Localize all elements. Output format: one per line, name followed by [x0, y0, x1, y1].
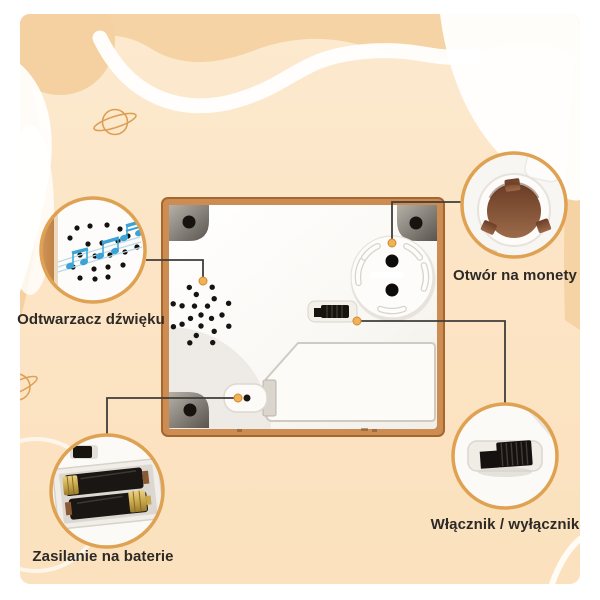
callout-ring-speaker [39, 196, 147, 304]
coin-lock-disc [350, 235, 436, 322]
anchor-dot-switch [352, 316, 362, 326]
battery-cell-bottom [64, 490, 152, 520]
battery-cell-top [62, 467, 150, 496]
anchor-dot-speaker [198, 276, 208, 286]
cloud-shapes [20, 14, 580, 330]
speaker-grill [170, 284, 232, 346]
callout-switch [451, 402, 559, 510]
label-speaker: Odtwarzacz dźwięku [17, 311, 165, 328]
leader-line-switch [357, 320, 506, 405]
screw-recess-top-left [169, 205, 209, 241]
saturn-icon [93, 108, 137, 136]
screw-recess-bottom-left [169, 392, 209, 428]
device-back-panel [161, 197, 445, 437]
power-switch [307, 300, 358, 323]
anchor-dots [198, 238, 397, 403]
battery-compartment-icon [52, 436, 162, 530]
leader-line-coin [391, 201, 463, 243]
frame-markings [237, 428, 377, 432]
battery-door [223, 342, 436, 422]
anchor-dot-battery [233, 393, 243, 403]
callout-ring-coin [460, 151, 568, 259]
callout-speaker [39, 196, 147, 304]
label-power-switch: Włącznik / wyłącznik [430, 516, 580, 533]
label-coin-slot: Otwór na monety [452, 267, 577, 284]
slider-switch-icon [467, 408, 556, 477]
anchor-dot-coin [387, 238, 397, 248]
screw-recess-top-right [397, 205, 437, 241]
callout-battery [49, 433, 165, 549]
callout-ring-switch [451, 402, 559, 510]
label-battery: Zasilanie na baterie [32, 548, 174, 565]
leader-line-battery [106, 397, 238, 436]
saturn-partial-icon [20, 373, 38, 401]
leader-lines [106, 201, 506, 436]
leader-line-speaker [146, 259, 204, 281]
callout-ring-battery [49, 433, 165, 549]
